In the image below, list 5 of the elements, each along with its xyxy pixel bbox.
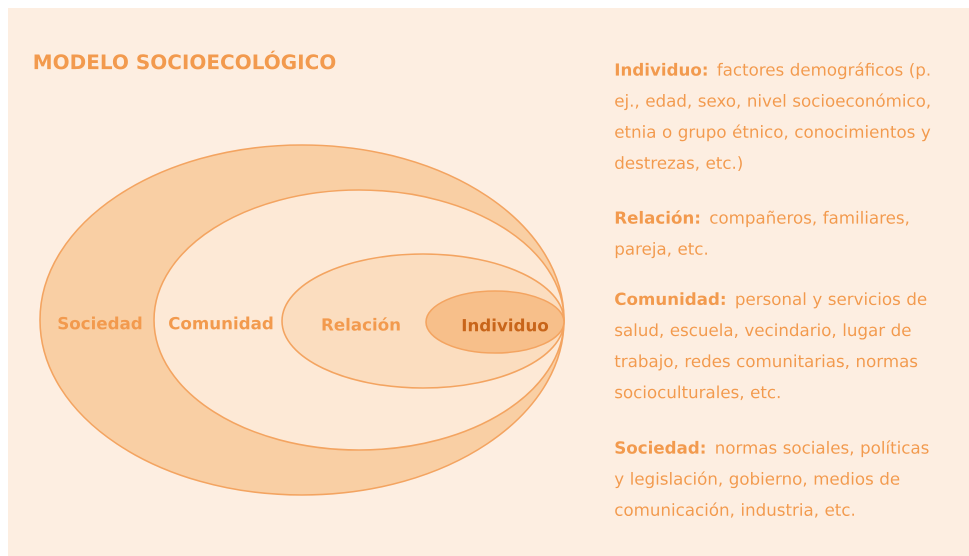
description-paragraph: Comunidad: personal y servicios de salud, escuela, vecindario, lugar de trabajo, redes comunitarias, normas socioculturales, etc. — [614, 292, 926, 400]
description-paragraph: Relación: compañeros, familiares, pareja, etc. — [616, 210, 908, 258]
description-paragraph: Sociedad: normas sociales, políticas y legislación, gobierno, medios de comunicación, industria, etc. — [614, 440, 929, 518]
title: MODELO SOCIOECOLÓGICO — [34, 50, 336, 70]
description-paragraph: Individuo: factores demográficos (p. ej., edad, sexo, nivel socioeconómico, etnia o grupo étnico, conocimientos y destrezas, etc.) — [615, 62, 930, 171]
